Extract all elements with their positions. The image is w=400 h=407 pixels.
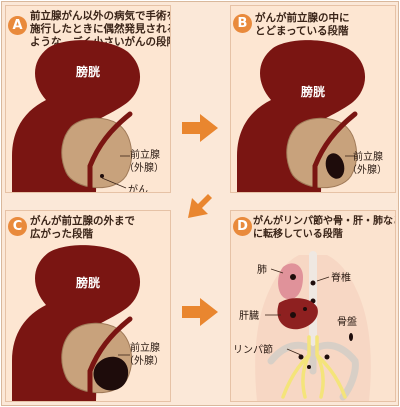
panel-c: C がんが前立腺の外まで 広がった段階 膀胱 前立腺 （外腺） [5,210,171,402]
lymph-label-d: リンパ節 [233,345,273,356]
diagram-b: 膀胱 [237,40,366,192]
caption-d-line-2: に転移している段階 [253,229,343,240]
spine-leader-d [316,276,330,282]
vessels-d [281,335,347,399]
caption-a-line-2: 施行したときに偶然発見される [30,23,171,35]
bladder-c [12,245,141,401]
lung-tumor-d [290,274,296,280]
prostate-label-b-2: （外腺） [347,165,387,176]
badge-d: D [233,217,252,236]
panel-b: B がんが前立腺の中に とどまっている段階 膀胱 前立腺 （外腺） [230,5,396,193]
prostate-label-a-2: （外腺） [124,163,164,174]
bladder-label-a: 膀胱 [75,64,100,79]
urethra-a [87,111,133,192]
spine-tumor-1 [310,280,316,286]
prostate-label-c-2: （外腺） [124,356,164,367]
diagram-c: 膀胱 [12,245,141,401]
bladder-b [237,40,366,192]
spine-label-d: 脊椎 [331,273,351,284]
caption-c-line-2: 広がった段階 [30,228,93,240]
caption-b-line-1: がんが前立腺の中に [255,12,350,24]
lung-leader-d [270,268,284,274]
liver-label-d: 肝臓 [239,311,259,322]
lymph-leader-d [286,348,302,356]
caption-d-line-1: がんがリンパ節や骨・肝・肺など [253,216,396,227]
bladder-a [12,40,141,192]
panel-d: D がんがリンパ節や骨・肝・肺など に転移している段階 肺 脊椎 肝臓 骨盤 リ… [230,210,396,402]
urethra-c [87,316,133,401]
prostate-label-c-1: 前立腺 [130,343,160,354]
cancer-leader-a [101,177,127,189]
prostate-label-a-1: 前立腺 [130,150,160,161]
caption-c-line-1: がんが前立腺の外まで [30,215,135,227]
pelvis-tumor-d [349,333,353,341]
lymph-node-2 [324,354,330,360]
diagram-d [255,251,371,401]
lymph-node-1 [298,354,304,360]
badge-b: B [233,14,252,33]
tumor-b [325,153,345,179]
urethra-b [312,111,358,192]
bladder-label-c: 膀胱 [75,275,100,290]
lung-d [278,263,303,300]
badge-a: A [8,16,27,35]
pelvis-d [267,341,359,401]
prostate-label-b-1: 前立腺 [353,152,383,163]
lung-label-d: 肺 [257,265,267,276]
tumor-c [93,356,129,391]
bladder-label-b: 膀胱 [300,84,325,99]
pelvis-label-d: 骨盤 [337,317,357,328]
liver-tumor-d2 [303,307,307,311]
panel-a: A 前立腺がん以外の病気で手術を 施行したときに偶然発見される ような、ごく小さ… [5,5,171,193]
liver-d [277,298,318,330]
lymph-node-3 [307,365,311,369]
cancer-label-a: がん [128,185,148,193]
caption-b-line-2: とどまっている段階 [255,25,349,37]
badge-c: C [8,217,27,236]
diagram-a: 膀胱 [12,40,141,192]
tumor-a [100,174,104,178]
caption-a-line-1: 前立腺がん以外の病気で手術を [30,10,171,22]
liver-tumor-d [290,312,296,318]
